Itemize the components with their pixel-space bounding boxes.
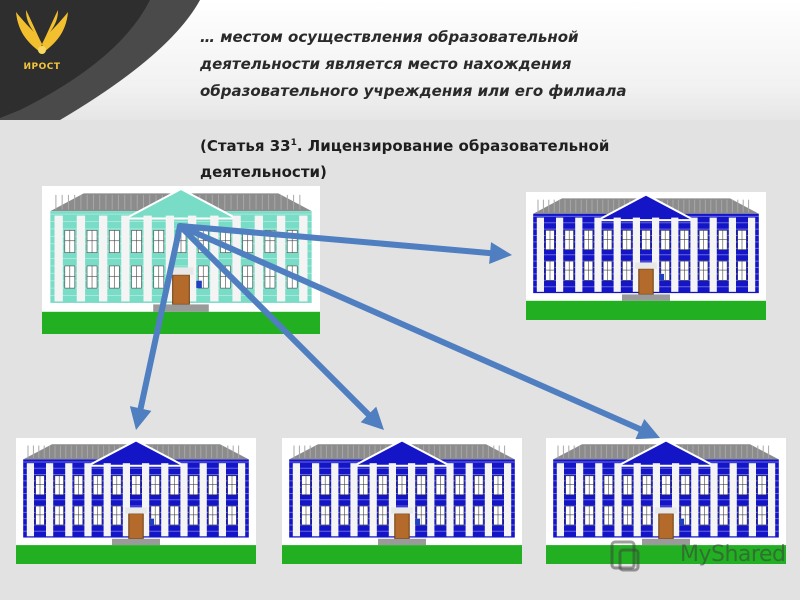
citation-superscript: 1: [290, 138, 297, 148]
branch-building-bottom-right: [546, 438, 786, 564]
quote-line-1: … местом осуществления образовательной: [200, 28, 579, 46]
citation-suffix: . Лицензирование образовательной: [296, 137, 610, 155]
arrow-to-bottom-right-branch: [177, 223, 660, 440]
quote-line-2: деятельности является место нахождения: [200, 55, 572, 73]
article-citation: (Статья 331. Лицензирование образователь…: [200, 130, 720, 185]
logo-wings-icon: [16, 10, 68, 54]
logo-text: ИРОСТ: [23, 62, 61, 72]
citation-line-2: деятельности): [200, 163, 327, 181]
quote-text: … местом осуществления образовательной д…: [200, 24, 720, 105]
main-building: [42, 186, 320, 334]
arrow-to-bottom-left-branch: [129, 223, 183, 430]
watermark-icon: [610, 540, 640, 572]
branch-building-bottom-center: [282, 438, 522, 564]
quote-line-3: образовательного учреждения или его фили…: [200, 82, 627, 100]
branch-building-right: [526, 192, 766, 320]
arrow-to-right-branch: [177, 223, 512, 265]
arrow-to-bottom-center-branch: [177, 223, 384, 430]
citation-prefix: (Статья 33: [200, 137, 291, 155]
watermark-text: MyShared: [680, 542, 786, 567]
branch-building-bottom-left: [16, 438, 256, 564]
